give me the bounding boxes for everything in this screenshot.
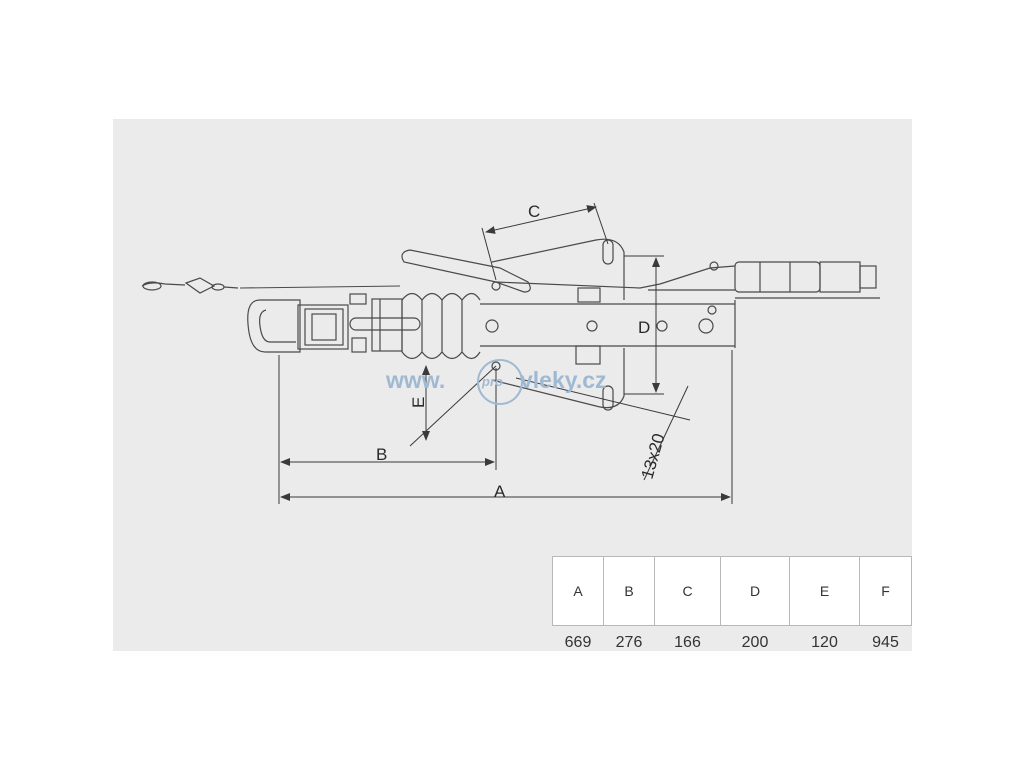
bellows [401,292,481,360]
value-a: 669 [564,634,592,651]
label-a: A [494,482,506,501]
value-b: 276 [615,634,643,651]
dimension-table: A B C D E F 669 276 166 200 120 945 [552,556,912,652]
coupling-head [247,293,421,353]
value-d: 200 [741,634,769,651]
dimension-e [409,365,497,447]
dimension-a [278,350,733,504]
dimension-b [280,368,497,470]
mounting-plate [491,238,625,411]
svg-text:www.: www. [385,367,445,393]
header-e: E [789,556,860,626]
watermark: www. pro vleky.cz [385,359,607,405]
header-f: F [859,556,912,626]
label-c: C [528,202,540,221]
header-d: D [720,556,790,626]
hole-size-leader [515,377,691,481]
svg-text:pro: pro [481,374,503,389]
value-c: 166 [674,634,701,651]
label-e: E [409,397,428,408]
label-d: D [638,318,650,337]
header-a: A [552,556,604,626]
value-f: 945 [872,634,899,651]
dimension-d [624,255,664,395]
drawbar-tube [480,287,736,365]
shock-absorber [648,261,880,315]
header-c: C [654,556,721,626]
svg-text:vleky.cz: vleky.cz [520,367,607,393]
breakaway-cable [141,277,239,294]
label-b: B [376,445,387,464]
value-e: 120 [811,634,838,651]
label-hole-size: 13x20 [638,431,669,481]
handbrake-lever [401,249,661,293]
dimension-c [481,202,609,281]
header-b: B [603,556,655,626]
